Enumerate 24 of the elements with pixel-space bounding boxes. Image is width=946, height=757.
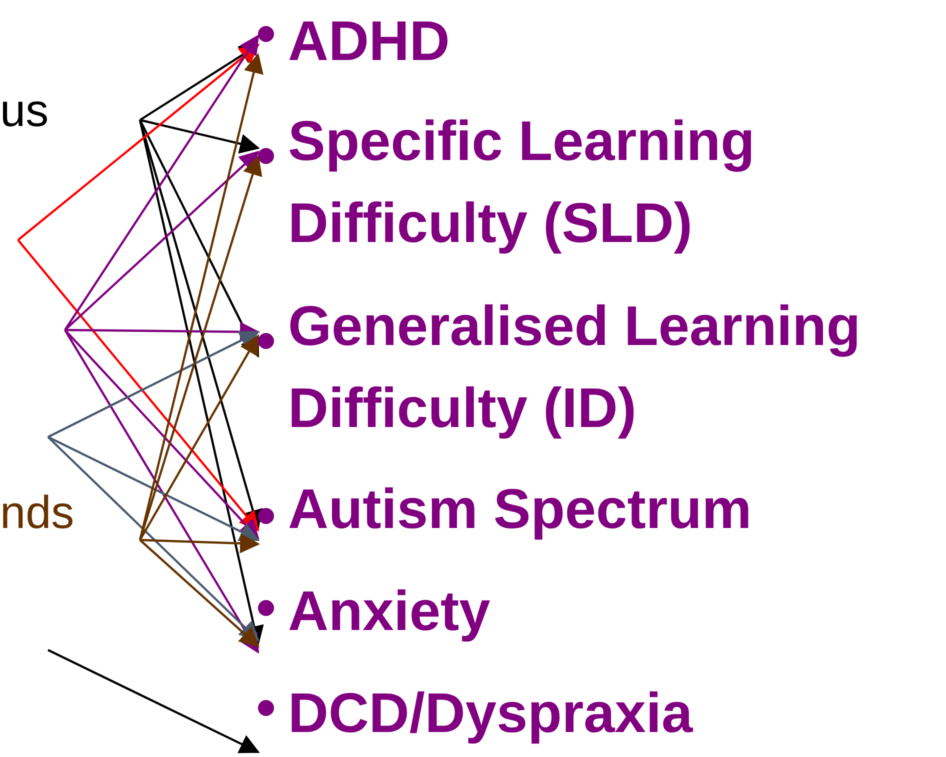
arrow bbox=[48, 649, 260, 754]
partial-label: us bbox=[0, 83, 49, 138]
arrow bbox=[140, 533, 260, 554]
arrow bbox=[64, 329, 260, 540]
arrow bbox=[17, 239, 260, 532]
arrow bbox=[139, 539, 260, 648]
arrow bbox=[138, 120, 264, 646]
partial-label: nds bbox=[0, 485, 74, 540]
list-item-text: Generalised Learning Difficulty (ID) bbox=[288, 293, 862, 441]
list-item-text: Specific Learning Difficulty (SLD) bbox=[288, 108, 756, 256]
arrow bbox=[17, 44, 260, 241]
list-item-text: Anxiety bbox=[288, 578, 490, 644]
arrow bbox=[64, 322, 260, 342]
arrow bbox=[47, 436, 260, 642]
arrow bbox=[64, 150, 260, 331]
arrow bbox=[140, 118, 260, 154]
arrow bbox=[48, 331, 260, 438]
arrow bbox=[64, 329, 260, 654]
arrow bbox=[48, 436, 260, 542]
arrow bbox=[64, 34, 260, 331]
arrow bbox=[139, 334, 259, 541]
list-item-text: ADHD bbox=[288, 8, 450, 74]
list-item-text: Autism Spectrum bbox=[288, 476, 752, 542]
list-item-text: DCD/Dyspraxia bbox=[288, 680, 693, 746]
